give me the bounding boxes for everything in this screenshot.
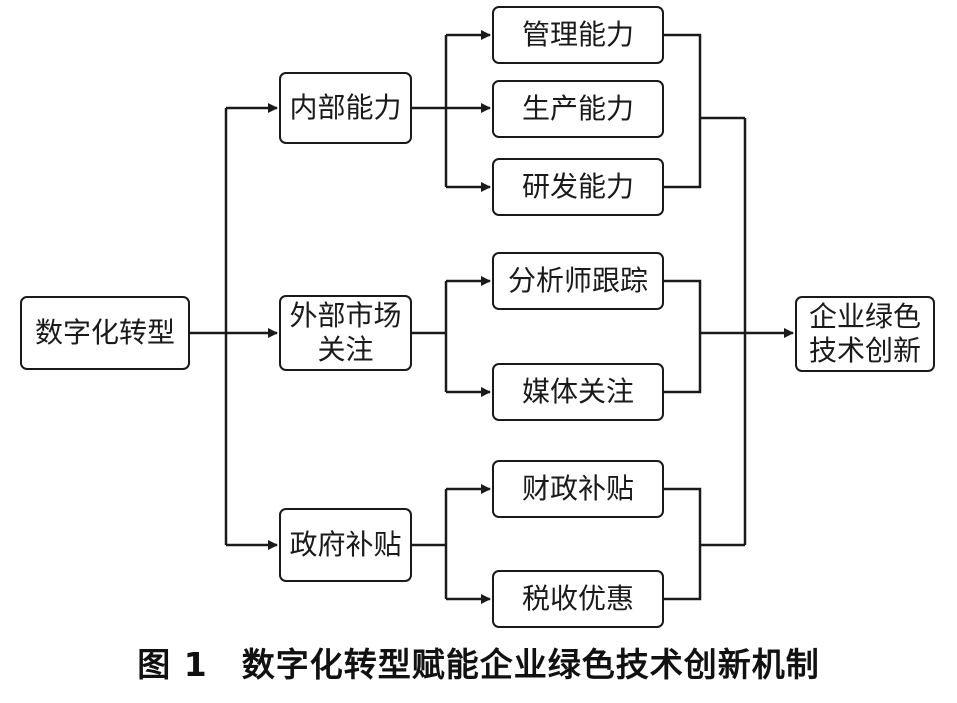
node-management-capability: 管理能力 xyxy=(492,6,664,64)
node-digital-transformation: 数字化转型 xyxy=(20,296,190,370)
node-rd-capability: 研发能力 xyxy=(492,158,664,216)
figure-number: 图 1 xyxy=(137,645,208,684)
node-internal-capability: 内部能力 xyxy=(279,72,412,144)
node-production-capability: 生产能力 xyxy=(492,80,664,138)
node-media-attention: 媒体关注 xyxy=(492,363,664,421)
link-internal-collect xyxy=(664,33,702,189)
figure-caption: 图 1 数字化转型赋能企业绿色技术创新机制 xyxy=(0,638,957,686)
node-external-attention: 外部市场 关注 xyxy=(279,295,412,371)
node-fiscal-subsidy: 财政补贴 xyxy=(492,460,664,518)
node-green-innovation: 企业绿色 技术创新 xyxy=(795,296,935,372)
node-analyst-tracking: 分析师跟踪 xyxy=(492,252,664,310)
figure-title: 数字化转型赋能企业绿色技术创新机制 xyxy=(241,645,820,684)
node-government-subsidy: 政府补贴 xyxy=(279,508,412,582)
node-tax-incentive: 税收优惠 xyxy=(492,570,664,628)
link-subsidy-collect xyxy=(664,487,702,601)
link-external-collect xyxy=(664,279,702,394)
